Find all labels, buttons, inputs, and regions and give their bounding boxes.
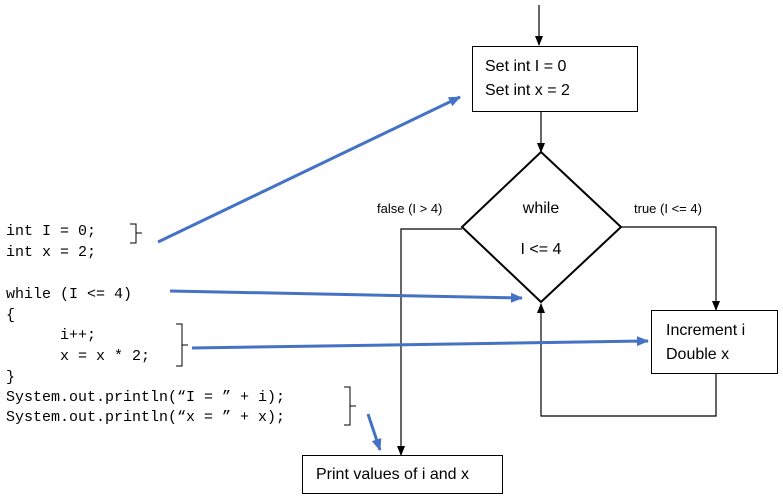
true-branch-label: true (I <= 4): [634, 201, 702, 216]
body-to-increment-connector: [191, 336, 649, 350]
code-decl-1: int I = 0;: [6, 223, 97, 240]
true-branch-arrow: [621, 226, 720, 311]
decl-to-init-connector: [157, 95, 461, 244]
code-while-line: while (I <= 4): [6, 286, 133, 303]
init-box-line-2: Set int x = 2: [485, 82, 570, 99]
print-to-output-connector: [366, 413, 382, 451]
decision-diamond: [460, 150, 623, 304]
output-box: Print values of i and x: [302, 455, 503, 494]
increment-box-line-2: Double x: [666, 346, 730, 363]
code-body-2: x = x * 2;: [6, 348, 151, 365]
false-branch-arrow: [397, 228, 462, 456]
code-print-1: System.out.println(“I = ” + i);: [6, 389, 286, 406]
false-branch-label: false (I > 4): [377, 201, 443, 216]
code-open-brace: {: [6, 307, 16, 324]
code-close-brace: }: [6, 369, 16, 386]
while-to-decision-connector: [169, 289, 523, 303]
code-print-2: System.out.println(“x = ” + x);: [6, 409, 286, 426]
decision-keyword: while: [522, 200, 560, 217]
loop-back-arrow: [537, 303, 717, 417]
init-box: Set int I = 0 Set int x = 2: [472, 46, 638, 112]
print-bracket: [344, 386, 351, 426]
init-box-line-1: Set int I = 0: [485, 58, 567, 75]
increment-box: Increment i Double x: [651, 310, 778, 374]
output-box-line-1: Print values of i and x: [316, 466, 469, 483]
decision-condition: I <= 4: [520, 241, 562, 258]
code-body-1: i++;: [6, 327, 97, 344]
code-decl-2: int x = 2;: [6, 244, 97, 261]
body-bracket: [176, 323, 183, 367]
decl-bracket: [130, 223, 137, 244]
increment-box-line-1: Increment i: [666, 322, 746, 339]
